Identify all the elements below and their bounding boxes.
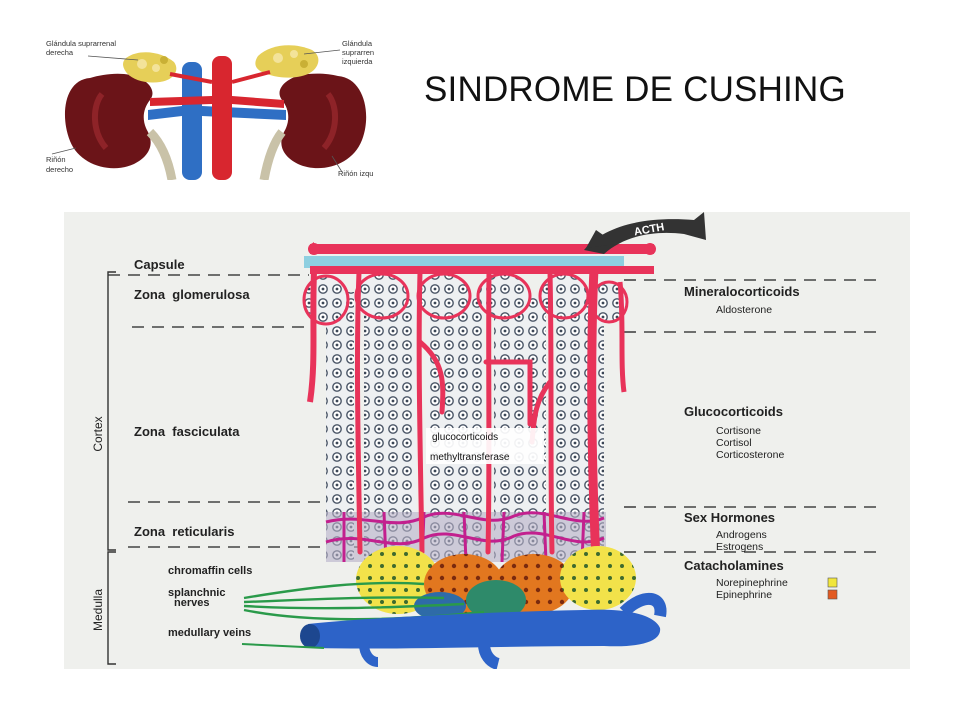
- cortisone-label: Cortisone: [716, 425, 761, 437]
- norepinephrine-label: Norepinephrine: [716, 577, 788, 589]
- left-kidney: [279, 73, 367, 169]
- adrenal-cortex-diagram: Cortex Medulla Capsule Zona glomerulosa …: [64, 212, 910, 669]
- zona-reticularis-label: Zona reticularis: [134, 524, 234, 539]
- capsular-artery: [310, 244, 654, 254]
- label-right-gland: Glándula suprarrenal derecha: [46, 39, 118, 57]
- epinephrine-swatch: [827, 589, 838, 600]
- slide-title: SINDROME DE CUSHING: [424, 70, 846, 109]
- central-artery: [587, 263, 601, 567]
- sex-hormones-title: Sex Hormones: [684, 510, 775, 525]
- splanchnic-nerves-label: splanchnic nerves: [168, 587, 229, 609]
- medullary-veins: [241, 592, 667, 669]
- cortex-label: Cortex: [91, 416, 105, 451]
- kidney-adrenal-figure: Glándula suprarrenal derecha Glándula su…: [42, 36, 387, 180]
- zona-reticularis-network: [325, 511, 606, 563]
- mineralocorticoids-title: Mineralocorticoids: [684, 284, 800, 299]
- acth-label: ACTH: [633, 221, 665, 238]
- methyltransferase-enzyme-label: methyltransferase: [430, 452, 510, 463]
- cortical-capillaries: [354, 269, 555, 555]
- norepinephrine-swatch: [827, 577, 838, 588]
- cortex-bracket: [107, 271, 116, 551]
- label-right-kidney: Riñón derecho: [46, 155, 73, 174]
- capsule-layer: [304, 256, 624, 268]
- estrogens-label: Estrogens: [716, 541, 763, 553]
- medulla-label: Medulla: [91, 589, 105, 631]
- label-left-gland: Glándula suprarren izquierda: [342, 39, 376, 66]
- glucocorticoids-title: Glucocorticoids: [684, 404, 783, 419]
- androgens-label: Androgens: [716, 529, 767, 541]
- corticosterone-label: Corticosterone: [716, 449, 784, 461]
- zona-glomerulosa-label: Zona glomerulosa: [134, 287, 250, 302]
- vena-cava: [182, 62, 202, 180]
- aorta: [212, 56, 232, 180]
- aldosterone-label: Aldosterone: [716, 304, 772, 316]
- medullary-veins-label: medullary veins: [168, 627, 251, 639]
- glucocorticoids-enzyme-label: glucocorticoids: [432, 432, 498, 443]
- chromaffin-cells-label: chromaffin cells: [168, 565, 252, 577]
- left-adrenal-gland: [255, 45, 319, 78]
- enzyme-label-box: glucocorticoids methyltransferase: [426, 428, 544, 464]
- right-kidney: [64, 73, 153, 169]
- zona-fasciculata-label: Zona fasciculata: [134, 424, 240, 439]
- label-left-kidney: Riñón izqu: [338, 169, 373, 178]
- capsule-label: Capsule: [134, 257, 185, 272]
- catecholamines-title: Catacholamines: [684, 558, 784, 573]
- acth-arrow: ACTH: [584, 212, 706, 254]
- epinephrine-label: Epinephrine: [716, 589, 772, 601]
- cortisol-label: Cortisol: [716, 437, 752, 449]
- medulla-bracket: [107, 551, 116, 665]
- hormone-legend: Mineralocorticoids Aldosterone Glucocort…: [684, 284, 838, 601]
